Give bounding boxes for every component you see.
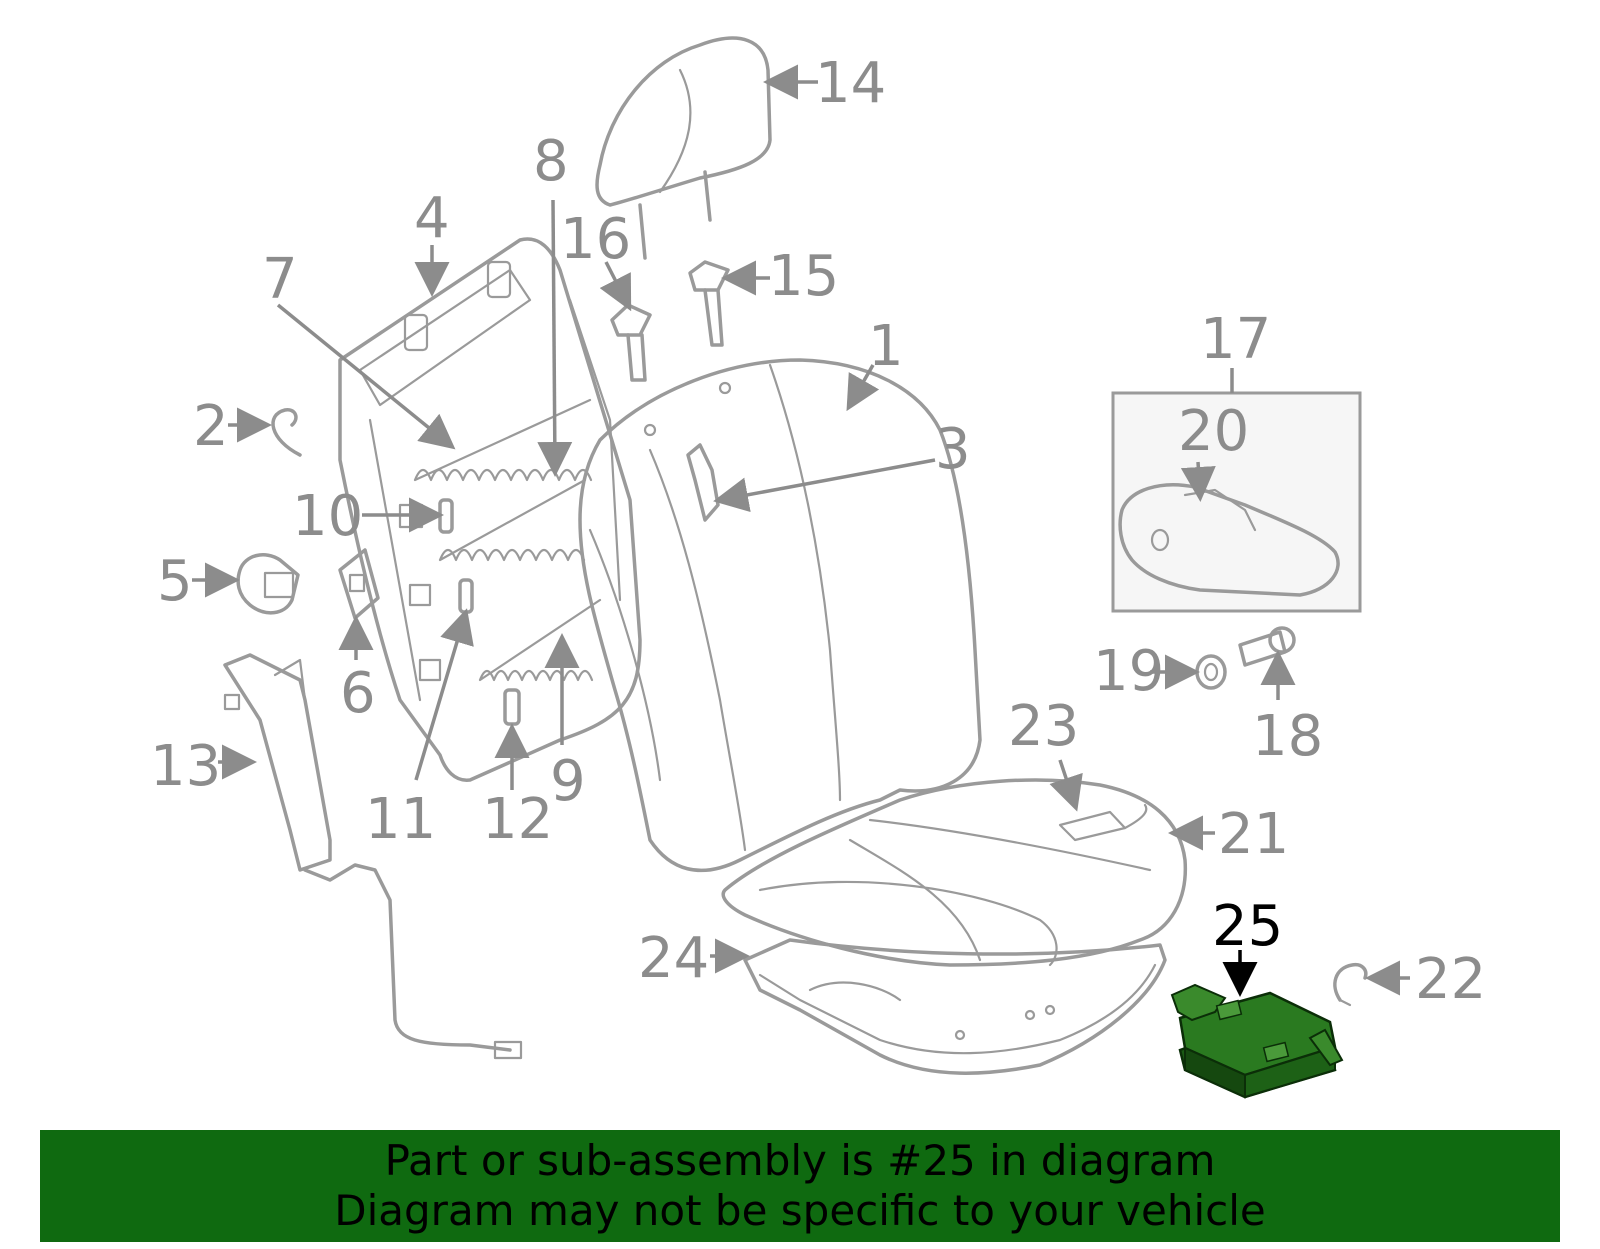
callout-20: 20 [1178, 399, 1249, 464]
leader-lines [192, 64, 1410, 997]
banner-line-disclaimer: Diagram may not be specific to your vehi… [334, 1186, 1266, 1235]
callout-12: 12 [482, 787, 553, 852]
callout-8: 8 [533, 129, 569, 194]
part-19-washer[interactable] [1195, 654, 1227, 690]
callout-10: 10 [292, 484, 363, 549]
part-9-spring[interactable] [478, 598, 602, 682]
callout-2: 2 [193, 394, 229, 459]
part-5-knob[interactable] [236, 553, 300, 615]
callout-13: 13 [150, 734, 221, 799]
part-13-side-airbag[interactable] [223, 653, 523, 1060]
part-25-control-module[interactable] [1170, 983, 1344, 1099]
seat-parts-diagram: 14 8 4 16 7 15 1 17 2 20 3 10 5 19 6 23 … [150, 36, 1486, 1099]
callout-3: 3 [935, 417, 971, 482]
part-18-bolt[interactable] [1238, 626, 1296, 667]
part-6-plate[interactable] [338, 548, 380, 620]
part-10-pin[interactable] [438, 498, 454, 534]
callout-7: 7 [262, 247, 298, 312]
callout-24: 24 [638, 926, 709, 991]
callout-labels: 14 8 4 16 7 15 1 17 2 20 3 10 5 19 6 23 … [150, 51, 1486, 1012]
callout-18: 18 [1252, 704, 1323, 769]
part-23-label[interactable] [1058, 803, 1148, 842]
callout-19: 19 [1093, 639, 1164, 704]
info-banner: Part or sub-assembly is #25 in diagram D… [40, 1130, 1560, 1242]
callout-5: 5 [157, 549, 193, 614]
part-21-seat-cushion[interactable] [721, 778, 1188, 967]
callout-23: 23 [1008, 694, 1079, 759]
part-1-seatback-cover[interactable] [578, 358, 982, 873]
part-4-seatback-frame[interactable] [338, 237, 642, 782]
part-24-seat-frame[interactable] [743, 938, 1167, 1075]
part-3-tag[interactable] [686, 443, 720, 522]
part-14-headrest[interactable] [595, 36, 772, 260]
callout-1: 1 [868, 314, 904, 379]
callout-16: 16 [560, 207, 631, 272]
callout-21: 21 [1218, 802, 1289, 867]
callout-9: 9 [550, 749, 586, 814]
part-22-clip[interactable] [1333, 962, 1368, 1007]
part-2-clip[interactable] [271, 408, 302, 457]
part-12-pin[interactable] [503, 688, 521, 726]
part-16-headrest-guide[interactable] [610, 303, 652, 382]
callout-4: 4 [414, 186, 450, 251]
banner-line-part: Part or sub-assembly is #25 in diagram [384, 1136, 1216, 1185]
callout-14: 14 [815, 51, 886, 116]
callout-22: 22 [1415, 947, 1486, 1012]
part-11-pin[interactable] [458, 578, 474, 614]
callout-11: 11 [365, 787, 436, 852]
callout-6: 6 [340, 661, 376, 726]
part-15-headrest-guide[interactable] [688, 260, 730, 347]
part-7-spring[interactable] [413, 398, 593, 482]
callout-25: 25 [1212, 894, 1283, 959]
part-8-spring[interactable] [438, 478, 587, 562]
callout-15: 15 [768, 244, 839, 309]
callout-17: 17 [1200, 307, 1271, 372]
